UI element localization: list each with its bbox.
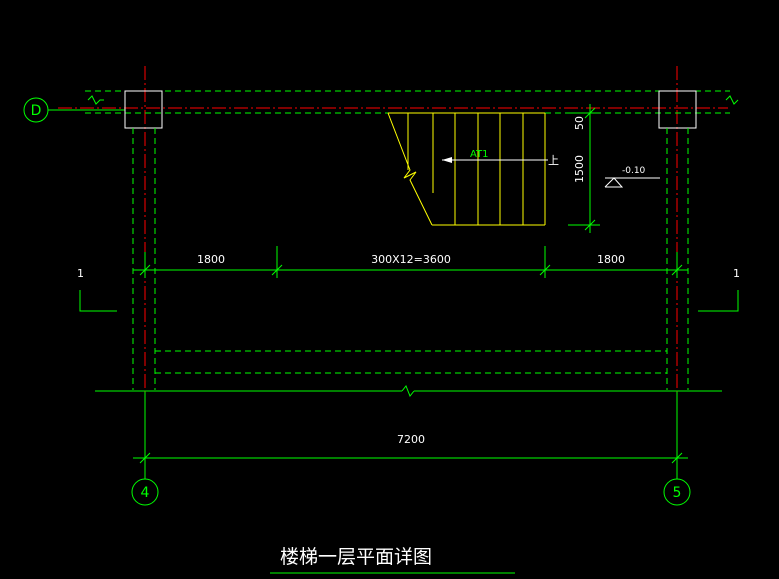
dim-total-span: 7200 — [397, 433, 425, 446]
axis-bubble-d: D — [23, 97, 125, 123]
column-right — [658, 90, 697, 129]
elevation-mark: -0.10 — [604, 166, 660, 188]
landing-beam — [155, 350, 667, 374]
axis-bubble-5: 5 — [663, 392, 691, 506]
section-mark-right: 1 — [698, 267, 740, 312]
elevation-label: -0.10 — [622, 166, 646, 176]
dim-vertical-top: 50 — [573, 116, 586, 130]
dim-stair-span: 300X12=3600 — [371, 253, 451, 266]
stair-label: AT1 — [470, 149, 489, 160]
column-left — [124, 90, 163, 129]
axis-lines — [58, 66, 728, 392]
section-label-right: 1 — [733, 267, 740, 280]
bottom-break-line — [95, 385, 722, 397]
axis-bubble-4: 4 — [131, 392, 159, 506]
axis-label-5: 5 — [673, 485, 682, 501]
dim-line-total — [133, 452, 688, 464]
stair-direction-arrow: AT1 上 — [442, 149, 559, 167]
stair-cut-line — [387, 112, 433, 226]
dim-right-span: 1800 — [597, 253, 625, 266]
dim-vertical-main: 1500 — [573, 155, 586, 183]
side-walls — [132, 128, 689, 390]
stair-run — [387, 112, 546, 226]
stair-direction: 上 — [548, 154, 559, 167]
section-mark-left: 1 — [77, 267, 117, 312]
axis-label-4: 4 — [141, 485, 150, 501]
vertical-dimension — [568, 104, 600, 233]
dim-line-main — [133, 246, 688, 278]
top-beam — [85, 90, 739, 114]
break-mark-left — [87, 95, 104, 105]
break-mark-right — [725, 95, 739, 105]
axis-label-d: D — [31, 103, 42, 119]
dim-left-span: 1800 — [197, 253, 225, 266]
drawing-title: 楼梯一层平面详图 — [280, 546, 432, 568]
section-label-left: 1 — [77, 267, 84, 280]
